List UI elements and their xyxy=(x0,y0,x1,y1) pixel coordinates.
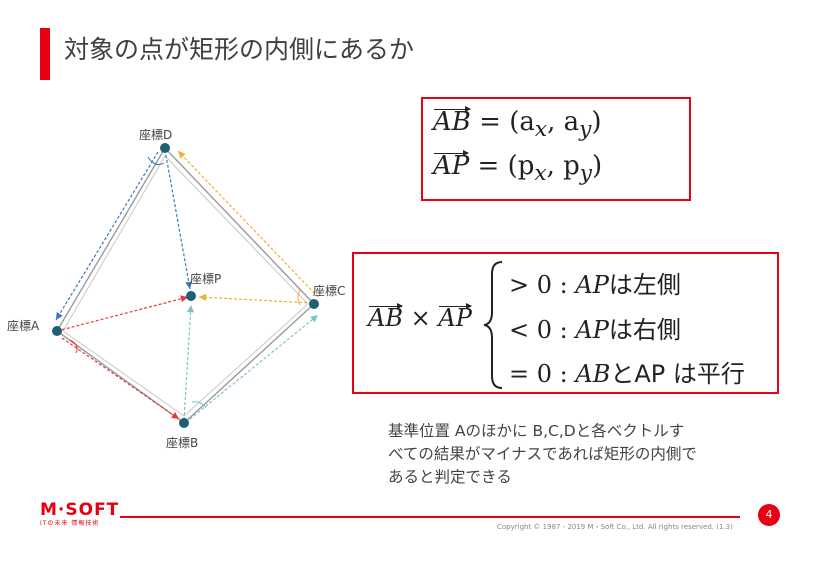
vector-definition-box: AB = (ax, ay) AP = (px, py) xyxy=(421,97,691,201)
label-d: 座標D xyxy=(139,127,172,142)
rectangle-inner-outline xyxy=(62,155,309,417)
case-zero: = 0 : ABとAP は平行 xyxy=(509,360,745,388)
case-negative: < 0 : APは右側 xyxy=(509,316,681,344)
cross-product-box: AB × AP > 0 : APは左側 < 0 : APは右側 = 0 : AB… xyxy=(352,252,779,394)
label-a: 座標A xyxy=(7,318,40,333)
curly-brace-icon xyxy=(483,261,503,389)
angle-c-arc xyxy=(297,289,301,306)
point-c xyxy=(309,299,319,309)
ap-vector: AP xyxy=(433,150,470,181)
point-p xyxy=(186,291,196,301)
title-accent-bar xyxy=(40,28,50,80)
angle-b-arc xyxy=(191,401,207,409)
label-c: 座標C xyxy=(313,283,345,298)
vector-dp-arrow xyxy=(164,149,193,290)
vector-ab-arrow xyxy=(61,337,180,420)
vector-bc-arrow xyxy=(189,314,319,420)
vector-cp-arrow xyxy=(198,293,313,304)
vector-cd-arrow xyxy=(177,150,319,298)
explanation-note: 基準位置 Aのほかに B,C,Dと各ベクトルすべての結果がマイナスであれば矩形の… xyxy=(388,422,697,486)
angle-d-arc xyxy=(147,156,165,165)
label-p: 座標P xyxy=(190,271,221,286)
point-b xyxy=(179,418,189,428)
ab-vector: AB xyxy=(433,106,471,137)
label-b: 座標B xyxy=(166,435,198,450)
ap-definition: AP = (px, py) xyxy=(433,150,603,187)
ab-definition: AB = (ax, ay) xyxy=(433,106,602,143)
angle-a-arc xyxy=(69,339,78,354)
rectangle-outline xyxy=(56,146,316,424)
cross-product-expression: AB × AP xyxy=(368,303,473,332)
slide-title: 対象の点が矩形の内側にあるか xyxy=(64,35,415,64)
page-number-badge: 4 xyxy=(758,504,780,526)
copyright-text: Copyright © 1987 - 2019 M・Soft Co., Ltd.… xyxy=(497,523,733,531)
case-positive: > 0 : APは左側 xyxy=(509,271,681,299)
footer-divider xyxy=(120,516,740,518)
point-a xyxy=(52,326,62,336)
msoft-logo: M·SOFT ITの未来 情報技術 xyxy=(40,500,120,527)
vector-da-arrow xyxy=(55,151,159,321)
vector-ap-arrow xyxy=(56,295,189,332)
point-d xyxy=(160,143,170,153)
vector-bp-arrow xyxy=(183,304,195,421)
